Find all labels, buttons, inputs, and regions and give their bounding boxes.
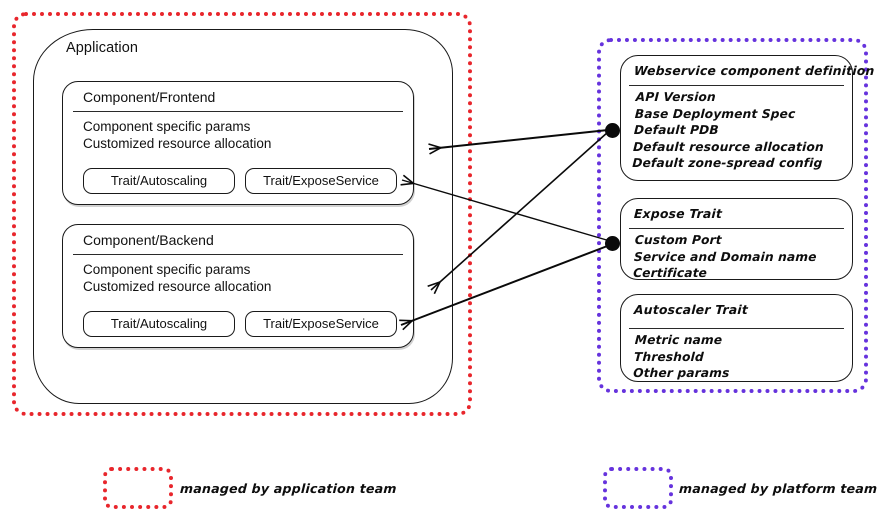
definition-title: Autoscaler Trait <box>633 302 749 317</box>
definition-item: Custom Port <box>634 233 723 247</box>
legend-label-platform-team: managed by platform team <box>678 481 878 496</box>
legend-swatch-application-team <box>103 467 173 509</box>
component-card-frontend[interactable]: Component/Frontend Component specific pa… <box>62 81 414 205</box>
divider <box>629 228 844 229</box>
component-card-backend[interactable]: Component/Backend Component specific par… <box>62 224 414 348</box>
divider <box>73 254 403 255</box>
application-label: Application <box>66 40 139 56</box>
definition-body: Metric name Threshold Other params <box>633 332 732 382</box>
component-body-line: Customized resource allocation <box>83 279 272 294</box>
component-body-line: Customized resource allocation <box>83 136 272 151</box>
definition-item: Service and Domain name <box>633 249 817 264</box>
definition-title: Expose Trait <box>633 206 723 221</box>
definition-item: Metric name <box>634 333 723 347</box>
divider <box>629 85 844 86</box>
definition-card-autoscaler-trait[interactable]: Autoscaler Trait Metric name Threshold O… <box>620 294 853 382</box>
component-body: Component specific params Customized res… <box>83 118 271 152</box>
definition-item: Threshold <box>633 349 705 364</box>
definition-item: Other params <box>632 366 730 380</box>
connector-junction-dot-expose <box>605 236 620 251</box>
trait-autoscaling-chip[interactable]: Trait/Autoscaling <box>83 168 235 194</box>
definition-card-expose-trait[interactable]: Expose Trait Custom Port Service and Dom… <box>620 198 853 280</box>
definition-body: Custom Port Service and Domain name Cert… <box>633 232 818 282</box>
component-body-line: Component specific params <box>83 119 251 134</box>
legend-swatch-platform-team <box>603 467 673 509</box>
definition-item: Base Deployment Spec <box>634 106 796 121</box>
component-body: Component specific params Customized res… <box>83 261 271 295</box>
definition-item: Default PDB <box>633 123 720 137</box>
divider <box>73 111 403 112</box>
connector-junction-dot-webservice <box>605 123 620 138</box>
definition-title: Webservice component definition <box>633 63 875 78</box>
component-body-line: Component specific params <box>83 262 251 277</box>
definition-item: Default resource allocation <box>632 139 825 154</box>
divider <box>629 328 844 329</box>
trait-exposeservice-chip[interactable]: Trait/ExposeService <box>245 168 397 194</box>
trait-exposeservice-chip[interactable]: Trait/ExposeService <box>245 311 397 337</box>
definition-card-webservice[interactable]: Webservice component definition API Vers… <box>620 55 875 181</box>
component-title: Component/Backend <box>83 232 214 248</box>
definition-item: API Version <box>635 90 717 104</box>
component-title: Component/Frontend <box>83 89 216 105</box>
legend-label-application-team: managed by application team <box>179 481 398 496</box>
trait-autoscaling-chip[interactable]: Trait/Autoscaling <box>83 311 235 337</box>
definition-item: Default zone-spread config <box>631 156 823 170</box>
definition-item: Certificate <box>632 266 708 280</box>
definition-body: API Version Base Deployment Spec Default… <box>632 89 827 172</box>
